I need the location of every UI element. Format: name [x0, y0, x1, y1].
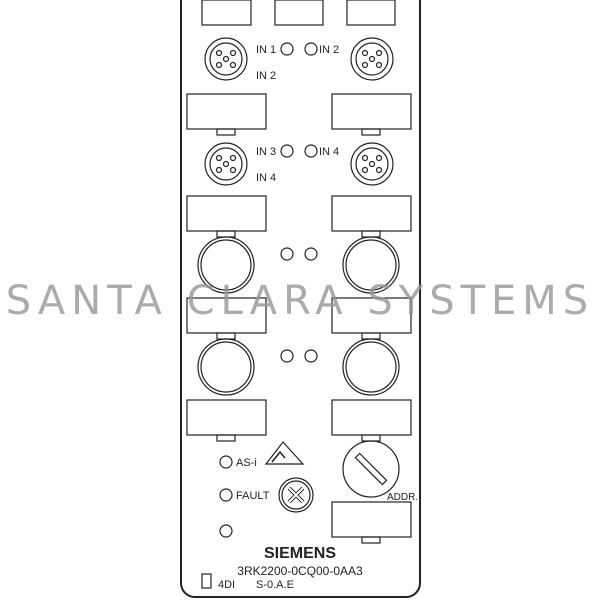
- led-fault: [219, 488, 233, 502]
- marker-slot: [201, 573, 212, 589]
- brand-logo: SIEMENS: [264, 545, 336, 562]
- label-addr: ADDR.: [387, 492, 418, 503]
- label-in3: IN 3: [256, 146, 276, 158]
- led-asi: [219, 455, 233, 469]
- led-in2: [304, 42, 318, 56]
- label-in4-top: IN 4: [319, 146, 339, 158]
- led-in1: [280, 42, 294, 56]
- led-aux: [219, 524, 233, 538]
- blind-cap-3r: [342, 236, 400, 294]
- top-tab-center: [274, 0, 324, 26]
- label-in2-left: IN 2: [256, 70, 276, 82]
- label-box-1r: [331, 93, 412, 130]
- device-housing: [180, 0, 421, 598]
- top-tab-right: [346, 0, 396, 26]
- m8-connector-in2: [350, 37, 394, 81]
- asi-logo-icon: [264, 441, 305, 465]
- top-tab-left: [201, 0, 252, 26]
- label-in1: IN 1: [256, 44, 276, 56]
- led-in3: [280, 144, 294, 158]
- label-in2-top: IN 2: [319, 44, 339, 56]
- label-in4-left: IN 4: [256, 172, 276, 184]
- version-label: S-0.A.E: [256, 579, 294, 591]
- blind-cap-4r: [342, 338, 400, 396]
- blind-cap-3l: [197, 236, 255, 294]
- blind-cap-4l: [197, 338, 255, 396]
- screw-icon: [278, 477, 314, 513]
- label-box-1l: [186, 93, 267, 130]
- label-asi: AS-i: [236, 457, 257, 469]
- led-in4: [304, 144, 318, 158]
- m8-connector-in1: [204, 37, 248, 81]
- m8-connector-in3: [204, 142, 248, 186]
- variant-label: 4DI: [218, 579, 235, 591]
- part-number: 3RK2200-0CQ00-0AA3: [237, 564, 363, 578]
- m8-connector-in4: [350, 142, 394, 186]
- label-fault: FAULT: [236, 490, 270, 502]
- address-dial[interactable]: [342, 440, 400, 498]
